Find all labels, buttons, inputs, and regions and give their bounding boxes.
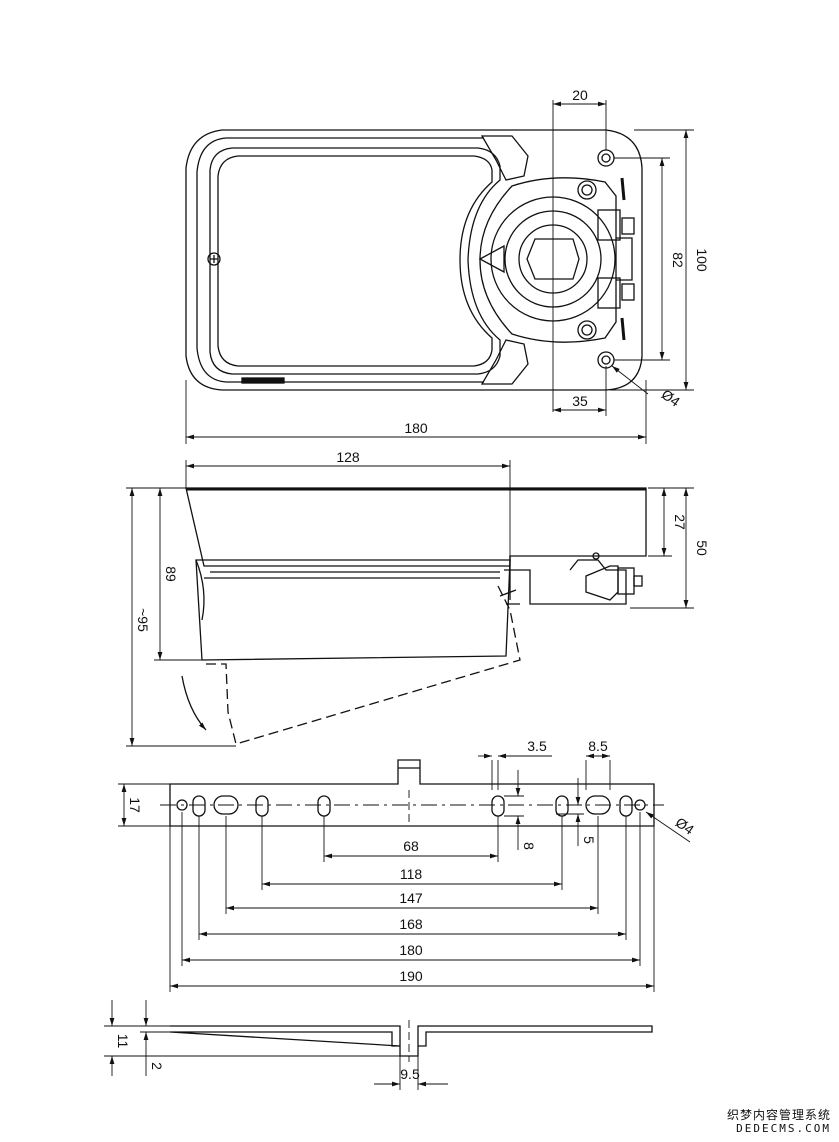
bracket-plate: [169, 759, 655, 827]
dim-label: 89: [163, 566, 179, 582]
dim-label: Ø4: [673, 814, 698, 838]
dim-label: 190: [399, 968, 423, 984]
mounting-hole: [597, 149, 615, 167]
dim-label: 50: [694, 540, 710, 556]
dim-label: 147: [399, 890, 423, 906]
profile-view: [169, 1020, 653, 1062]
dim-label: 8: [521, 842, 537, 850]
dim-label: 118: [400, 866, 423, 882]
dim-label: 9.5: [400, 1066, 420, 1082]
bracket-slot: [317, 795, 331, 817]
dim-label: 180: [399, 942, 423, 958]
watermark: 织梦内容管理系统 DEDECMS.COM: [727, 1108, 831, 1136]
dim-label: 17: [127, 797, 143, 813]
dim-label: 27: [672, 514, 688, 530]
dim-label: 100: [694, 248, 710, 272]
housing-top: [185, 487, 647, 567]
connector-nut: [585, 565, 619, 601]
bracket-slot: [192, 795, 206, 817]
dim-label: ~95: [135, 608, 151, 632]
dim-label: 82: [670, 252, 686, 268]
dim-label: 168: [399, 916, 423, 932]
dim-label: 35: [572, 393, 588, 409]
bracket-view: [160, 759, 664, 827]
dimension-lines: [104, 101, 694, 1090]
dim-label: 3.5: [527, 738, 547, 754]
watermark-line-1: 织梦内容管理系统: [726, 1108, 831, 1122]
housing-outline: [185, 129, 643, 391]
hub-housing: [479, 177, 617, 343]
dim-label: 180: [404, 420, 428, 436]
top-view: [185, 100, 643, 412]
dim-label: 5: [581, 836, 597, 844]
dim-label: 68: [403, 838, 419, 854]
dim-label: 20: [572, 87, 588, 103]
label-strip: [241, 377, 285, 384]
dim-label: 2: [149, 1062, 165, 1070]
bracket-slot: [255, 795, 269, 817]
dim-label: 8.5: [588, 738, 608, 754]
rotated-position: [206, 585, 521, 745]
dim-label: 128: [336, 449, 360, 465]
bracket-slot: [491, 795, 505, 817]
bracket-slot: [555, 795, 569, 817]
side-view: [181, 460, 647, 745]
bracket-slot: [619, 795, 633, 817]
mounting-hole: [597, 351, 615, 369]
bracket-profile: [169, 1025, 653, 1057]
housing-body: [195, 559, 511, 661]
watermark-line-2: DEDECMS.COM: [736, 1122, 831, 1135]
shaft-clamp: [526, 238, 580, 280]
cover-panel: [209, 147, 501, 375]
dim-label: 11: [115, 1034, 131, 1049]
